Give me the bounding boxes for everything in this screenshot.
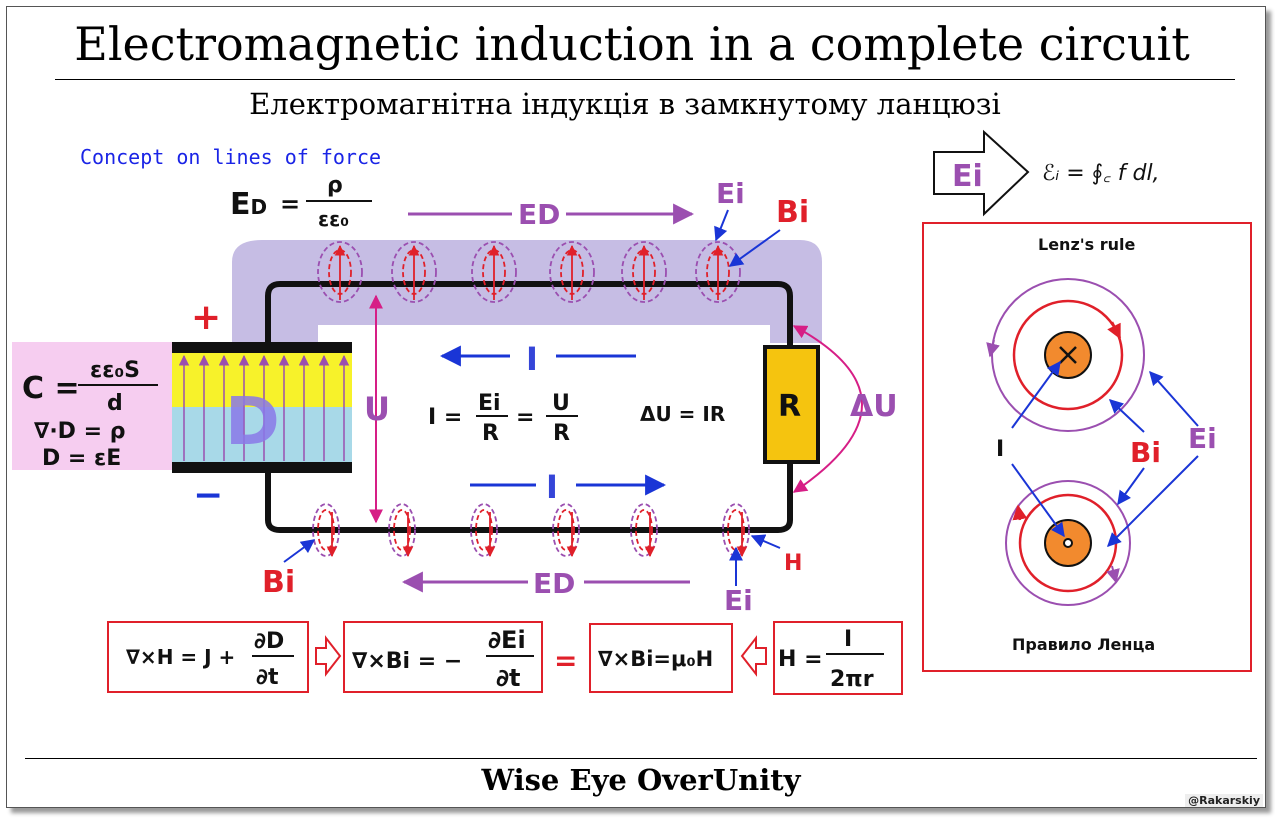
eq-h-num: I	[844, 627, 852, 652]
bi-pointer-bottom	[283, 539, 316, 563]
lenz-ei-label: Ei	[1188, 422, 1217, 455]
voltage-drop-arc	[792, 325, 863, 493]
eq-curl-bi-mu: ∇×Bi=μ₀H	[598, 647, 713, 671]
ei-hollow-arrow	[933, 129, 1030, 217]
svg-text:εε₀S: εε₀S	[90, 358, 140, 383]
ei-label-bottom: Ei	[724, 584, 753, 617]
watermark: @Rakarskiy	[1185, 794, 1263, 807]
eq-h: H =	[778, 647, 823, 672]
ei-label-top: Ei	[716, 177, 745, 210]
footer-brand: Wise Eye OverUnity	[481, 763, 801, 797]
ed-formula: ED = ρ εε₀	[230, 173, 372, 231]
eq-curl-bi: ∇×Bi = −	[352, 649, 462, 674]
capacitor-plate-top	[172, 342, 352, 353]
ed-label-bottom: ED	[533, 567, 575, 600]
lenz-i-label: I	[996, 437, 1004, 462]
svg-text:=: =	[516, 405, 534, 430]
eq-h-den: 2πr	[830, 667, 874, 692]
svg-text:=: =	[280, 190, 300, 218]
lenz-pointers	[1011, 360, 1199, 547]
eq-curl-h-den: ∂t	[256, 665, 279, 690]
page-subtitle: Електромагнітна індукція в замкнутому ла…	[249, 87, 1001, 121]
concept-caption: Concept on lines of force	[80, 145, 382, 169]
eq-box-h	[773, 621, 903, 695]
eq-arrow-right	[315, 635, 342, 677]
ei-arrow-label: Ei	[952, 159, 983, 194]
magnetic-loops-bottom	[312, 503, 750, 558]
resistor-label: R	[778, 389, 801, 424]
svg-text:∇·D = ρ: ∇·D = ρ	[34, 419, 125, 444]
plus-sign: +	[191, 297, 221, 338]
eq-equals: =	[554, 644, 577, 677]
lenz-bi-label: Bi	[1130, 436, 1161, 469]
eq-arrow-left	[740, 635, 767, 677]
magnetic-loops-top	[317, 241, 741, 303]
capacitor-plate-bottom	[172, 462, 352, 473]
resistor	[763, 345, 820, 464]
svg-text:ED: ED	[230, 187, 267, 222]
svg-text:ρ: ρ	[327, 173, 343, 198]
current-label-bottom: I	[546, 468, 558, 506]
svg-text:C =: C =	[22, 371, 80, 406]
ei-pointer-top	[714, 209, 729, 242]
svg-text:R: R	[482, 421, 499, 446]
svg-text:ΔU = IR: ΔU = IR	[640, 402, 725, 426]
capacitor-label: D	[225, 383, 280, 460]
h-label: H	[784, 551, 802, 576]
svg-text:I =: I =	[428, 405, 462, 430]
svg-text:D = εE: D = εE	[42, 446, 121, 471]
eq-curl-h: ∇×H = J +	[126, 645, 235, 669]
svg-text:U: U	[552, 391, 570, 416]
eq-box-curl-bi-mu	[589, 623, 733, 693]
capacitance-formula: C = εε₀S d ∇·D = ρ D = εE	[22, 358, 158, 471]
lenz-conductor-top	[986, 278, 1145, 432]
field-region	[232, 240, 822, 343]
svg-text:d: d	[107, 391, 123, 416]
eq-curl-bi-num: ∂Ei	[488, 626, 526, 654]
minus-sign: −	[193, 475, 223, 516]
lenz-panel	[922, 222, 1252, 672]
voltage-label: U	[364, 390, 390, 428]
ed-label-top: ED	[518, 198, 560, 231]
current-label-top: I	[526, 340, 538, 378]
lenz-title-en: Lenz's rule	[1038, 235, 1136, 254]
svg-text:Ei: Ei	[478, 391, 501, 416]
eq-curl-bi-den: ∂t	[496, 664, 521, 692]
ohm-formula: I = Ei R = U R ΔU = IR	[428, 391, 725, 446]
capacitor-bottom-half	[172, 407, 352, 463]
voltage-drop-label: ΔU	[850, 389, 898, 424]
bi-pointer-top	[728, 229, 781, 267]
displacement-field-lines	[178, 354, 350, 461]
title-divider	[55, 79, 1235, 80]
eq-curl-h-num: ∂D	[254, 629, 284, 654]
capacitor-formula-panel	[12, 342, 172, 470]
h-pointer	[750, 534, 781, 549]
lenz-title-ua: Правило Ленца	[1012, 635, 1155, 654]
footer-divider	[25, 758, 1257, 759]
bi-label-bottom: Bi	[262, 565, 295, 600]
svg-text:εε₀: εε₀	[318, 207, 349, 231]
bi-label-top: Bi	[776, 195, 809, 230]
svg-text:R: R	[553, 421, 570, 446]
page-title: Electromagnetic induction in a complete …	[74, 17, 1190, 71]
ei-integral-formula: ℰᵢ = ∮꜀ f dl,	[1042, 161, 1160, 186]
